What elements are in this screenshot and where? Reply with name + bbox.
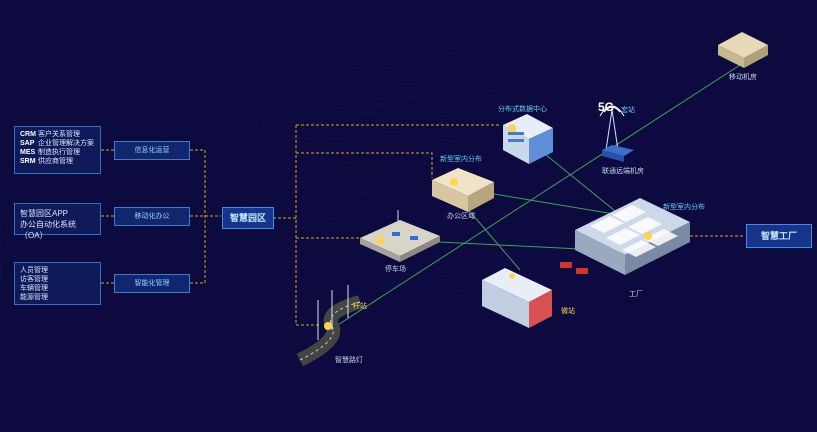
wave-line — [0, 95, 801, 193]
wave-line — [0, 46, 801, 130]
label-5g: 5G — [598, 100, 615, 114]
left-box-mobile: 智慧园区APP 办公自动化系统（OA） — [14, 203, 101, 240]
wave-line — [0, 185, 801, 283]
middle-label-smart: 智能化管理 — [114, 274, 190, 293]
label-unicom-room: 联通远端机房 — [602, 168, 644, 175]
label-mobile-room: 移动机房 — [729, 74, 757, 81]
label-office-area: 办公区域 — [447, 213, 475, 220]
label-office-indoor: 新型室内分布 — [440, 156, 482, 163]
wave-line — [0, 128, 801, 229]
label-street-light: 智慧路灯 — [335, 357, 363, 364]
middle-label-mobile: 移动化办公 — [114, 207, 190, 226]
wave-line — [0, 216, 801, 310]
label-base-station: 宏站 — [621, 107, 635, 114]
wave-line — [0, 103, 801, 202]
label-micro-site: 微站 — [561, 308, 575, 315]
office-building-icon — [432, 168, 494, 212]
label-factory-indoor: 新型室内分布 — [663, 204, 705, 211]
label-datacenter: 分布式数据中心 — [498, 106, 547, 113]
label-parking: 停车场 — [385, 266, 406, 273]
base-station-icon — [599, 105, 634, 162]
wave-line — [0, 59, 801, 148]
wave-line — [0, 137, 801, 238]
list-item: 智慧园区APP — [20, 209, 69, 218]
left-box-smart: 人员管理 访客管理 车辆管理 能源管理 — [14, 262, 101, 305]
label-factory: 工厂 — [629, 291, 643, 298]
datacenter-icon — [503, 114, 553, 164]
list-item: 能源管理 — [20, 294, 48, 301]
list-item: 访客管理 — [20, 276, 48, 283]
hub-smart-park: 智慧园区 — [222, 207, 274, 229]
smart-factory-box: 智慧工厂 — [746, 224, 812, 248]
dashed-connectors — [101, 124, 745, 326]
label-pole-site: 杆站 — [353, 303, 367, 310]
wave-line — [0, 156, 801, 256]
wave-line — [0, 227, 801, 319]
wave-line — [0, 52, 801, 139]
list-item: 人员管理 — [20, 267, 48, 274]
factory-icon — [560, 198, 690, 275]
micro-site-icon — [482, 268, 552, 328]
middle-label-info: 信息化运营 — [114, 141, 190, 160]
wave-line — [0, 111, 801, 211]
parking-lot-icon — [360, 210, 440, 262]
street-light-icon — [296, 285, 362, 367]
mobile-room-icon — [718, 32, 768, 68]
list-item: 车辆管理 — [20, 285, 48, 292]
list-item: 办公自动化系统（OA） — [20, 220, 76, 240]
